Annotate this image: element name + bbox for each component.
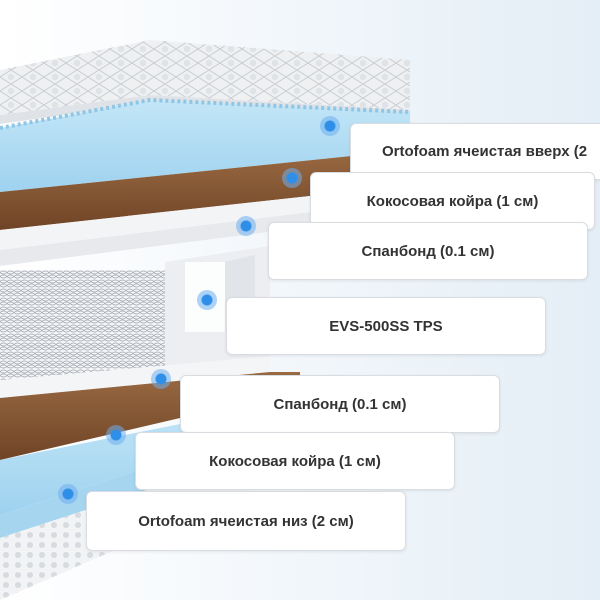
layer-label-text: EVS-500SS TPS [329,317,443,335]
layer-label-text: Спанбонд (0.1 см) [361,242,495,260]
marker-layer-top-spunbond[interactable] [236,216,256,236]
layer-label-bottom-foam[interactable]: Ortofoam ячеистая низ (2 см) [86,491,406,551]
marker-layer-bottom-foam[interactable] [58,484,78,504]
layer-label-text: Кокосовая койра (1 см) [366,192,539,210]
marker-layer-bottom-coir[interactable] [106,425,126,445]
layer-label-top-coir[interactable]: Кокосовая койра (1 см) [310,172,595,230]
layer-label-text: Ortofoam ячеистая низ (2 см) [138,512,354,530]
layer-label-springs[interactable]: EVS-500SS TPS [226,297,546,355]
marker-layer-bottom-spunbond[interactable] [151,369,171,389]
layer-label-text: Ortofoam ячеистая вверх (2 [382,143,588,160]
marker-layer-top-coir[interactable] [282,168,302,188]
marker-layer-springs[interactable] [197,290,217,310]
layer-label-top-foam[interactable]: Ortofoam ячеистая вверх (2 [350,123,600,180]
marker-layer-top-foam[interactable] [320,116,340,136]
layer-label-text: Спанбонд (0.1 см) [273,395,407,413]
layer-label-top-spunbond[interactable]: Спанбонд (0.1 см) [268,222,588,280]
layer-label-bottom-coir[interactable]: Кокосовая койра (1 см) [135,432,455,490]
layer-label-bottom-spunbond[interactable]: Спанбонд (0.1 см) [180,375,500,433]
layer-label-text: Кокосовая койра (1 см) [209,452,381,470]
